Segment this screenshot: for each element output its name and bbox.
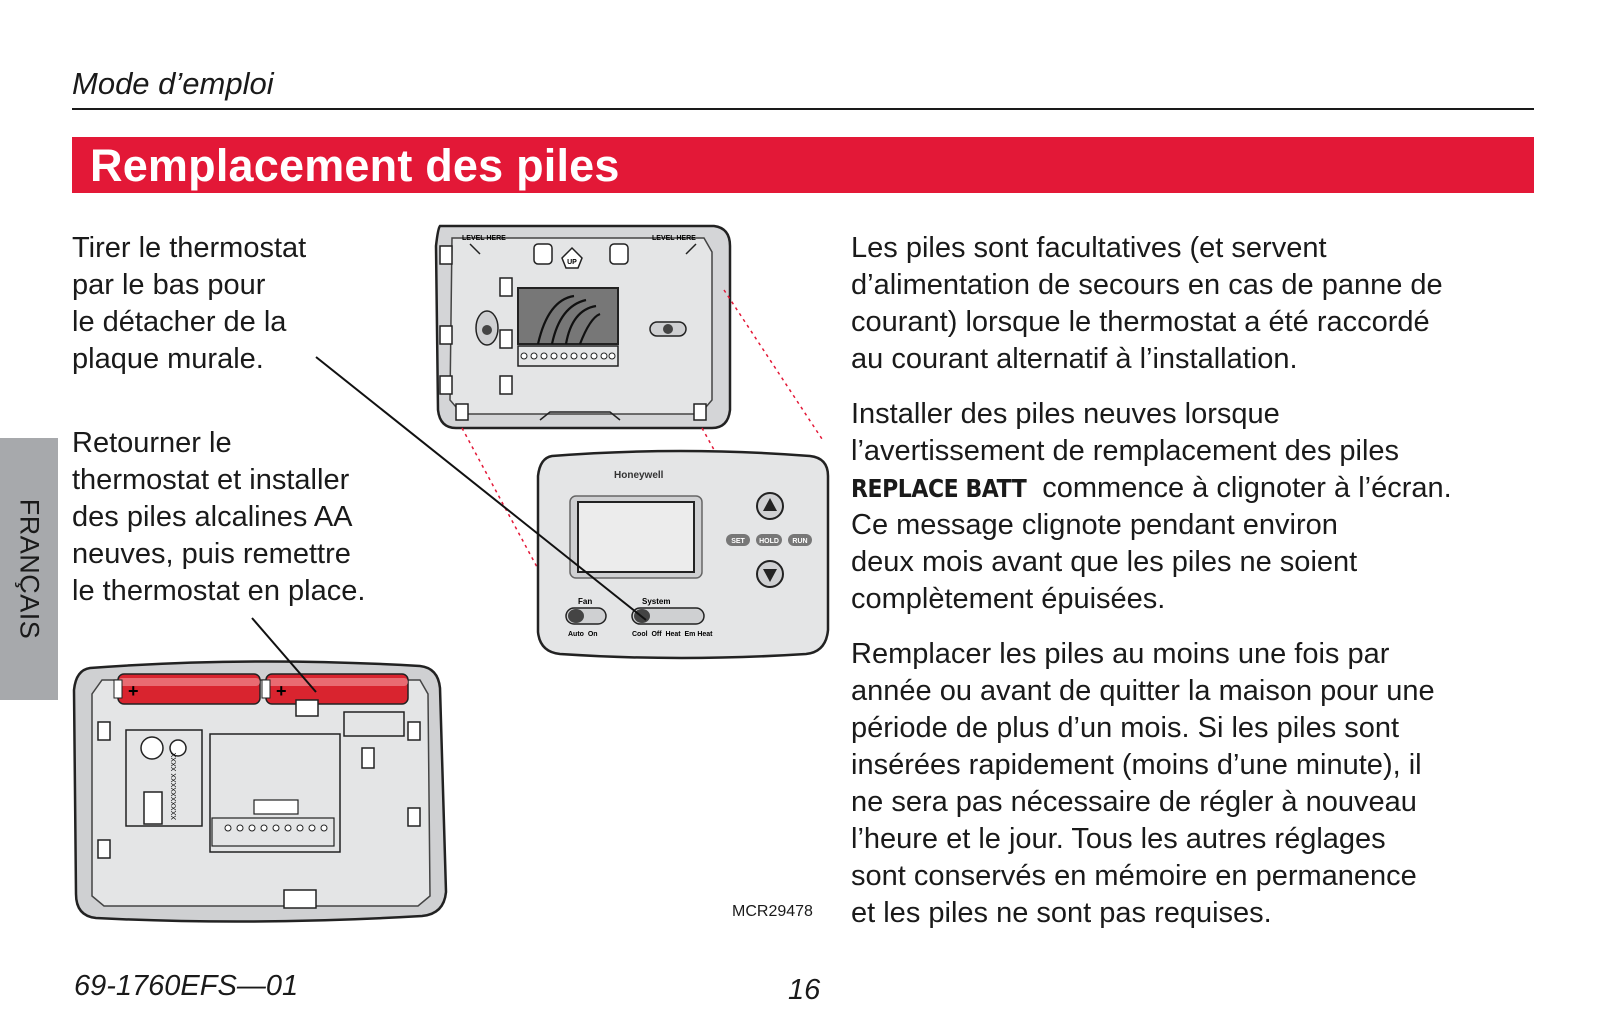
pcb-marking: XXXXXXXXXX XXXX xyxy=(171,752,178,820)
step2-text: Retourner le thermostat et installer des… xyxy=(72,425,365,610)
p3-line: ne sera pas nécessaire de régler à nouve… xyxy=(851,786,1417,818)
p3-line: période de plus d’un mois. Si les piles … xyxy=(851,712,1400,744)
wallplate-illustration: UP LEVEL HERE LEVEL HERE xyxy=(434,224,732,430)
p3-line: année ou avant de quitter la maison pour… xyxy=(851,675,1435,707)
p3-line: et les piles ne sont pas requises. xyxy=(851,897,1272,929)
paragraph-optional-batteries: Les piles sont facultatives (et servent … xyxy=(851,230,1541,378)
fan-label: Fan xyxy=(578,597,592,606)
set-button xyxy=(726,534,750,546)
p2-line: Ce message clignote pendant environ xyxy=(851,509,1338,541)
figure-code: MCR29478 xyxy=(732,903,813,920)
page-title: Remplacement des piles xyxy=(90,140,620,191)
battery-plus-label: + xyxy=(128,681,139,701)
up-arrow-icon xyxy=(763,498,777,511)
hold-label: HOLD xyxy=(759,538,779,545)
p2-line: REPLACE BATT commence à clignoter à l’éc… xyxy=(851,470,1541,507)
section-label: Mode d’emploi xyxy=(72,66,274,101)
step2-line: le thermostat en place. xyxy=(72,575,366,607)
step1-line: le détacher de la xyxy=(72,306,287,338)
p3-line: sont conservés en mémoire en permanence xyxy=(851,860,1417,892)
down-arrow-icon xyxy=(763,569,777,582)
p1-line: Les piles sont facultatives (et servent xyxy=(851,232,1327,264)
language-tab: FRANÇAIS xyxy=(0,438,58,700)
thermostat-illustration: Honeywell SET HOLD RUN Fan System Auto O… xyxy=(536,449,830,660)
guide-line xyxy=(723,289,825,443)
p3-line: l’heure et le jour. Tous les autres régl… xyxy=(851,823,1386,855)
step2-line: des piles alcalines AA xyxy=(72,501,353,533)
p2-line: complètement épuisées. xyxy=(851,583,1166,615)
callout-line-step1 xyxy=(315,356,647,621)
p2-line: deux mois avant que les piles ne soient xyxy=(851,546,1358,578)
paragraph-replace-warning: Installer des piles neuves lorsque l’ave… xyxy=(851,396,1541,618)
p2-line-rest: commence à clignoter à l’écran. xyxy=(1034,472,1452,504)
battery-plus-label: + xyxy=(276,681,287,701)
set-label: SET xyxy=(731,538,745,545)
run-button xyxy=(788,534,812,546)
guide-line xyxy=(461,427,545,581)
step2-line: thermostat et installer xyxy=(72,464,350,496)
header-rule xyxy=(72,108,1534,110)
callout-line-step2 xyxy=(251,617,317,693)
system-label: System xyxy=(642,597,670,606)
step1-line: Tirer le thermostat xyxy=(72,232,307,264)
p3-line: Remplacer les piles au moins une fois pa… xyxy=(851,638,1390,670)
p2-line: l’avertissement de remplacement des pile… xyxy=(851,435,1400,467)
step2-line: Retourner le xyxy=(72,427,232,459)
fan-positions: Auto On xyxy=(568,631,598,638)
system-switch xyxy=(631,607,705,625)
hold-button xyxy=(756,534,782,546)
step1-line: par le bas pour xyxy=(72,269,266,301)
system-positions: Cool Off Heat Em Heat xyxy=(632,631,713,638)
step1-text: Tirer le thermostat par le bas pour le d… xyxy=(72,230,306,378)
title-band: Remplacement des piles xyxy=(72,137,1534,193)
p1-line: d’alimentation de secours en cas de pann… xyxy=(851,269,1443,301)
p1-line: courant) lorsque le thermostat a été rac… xyxy=(851,306,1430,338)
p3-line: insérées rapidement (moins d’une minute)… xyxy=(851,749,1422,781)
document-number: 69-1760EFS—01 xyxy=(74,970,299,1002)
run-label: RUN xyxy=(792,538,807,545)
paragraph-replace-yearly: Remplacer les piles au moins une fois pa… xyxy=(851,636,1541,932)
p1-line: au courant alternatif à l’installation. xyxy=(851,343,1298,375)
page-number: 16 xyxy=(788,974,821,1006)
up-label: UP xyxy=(567,259,577,266)
thermostat-back-illustration: + + XXXXXXXXXX XXXX xyxy=(72,660,448,923)
brand-logo: Honeywell xyxy=(614,470,664,481)
p2-line: Installer des piles neuves lorsque xyxy=(851,398,1280,430)
level-right-label: LEVEL HERE xyxy=(652,235,696,242)
step1-line: plaque murale. xyxy=(72,343,264,375)
step2-line: neuves, puis remettre xyxy=(72,538,351,570)
level-left-label: LEVEL HERE xyxy=(462,235,506,242)
replace-batt-message: REPLACE BATT xyxy=(851,474,1027,503)
